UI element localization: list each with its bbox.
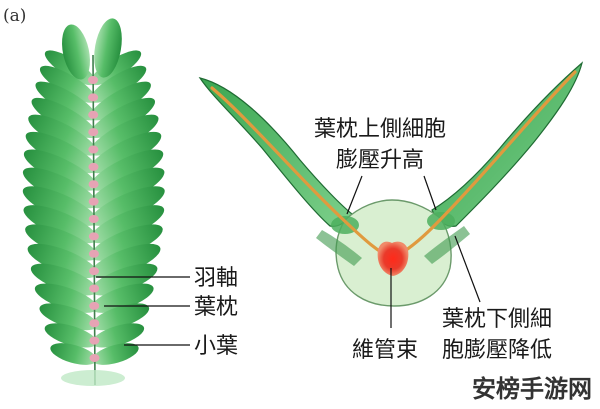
leaflet	[90, 224, 163, 261]
terminal-leaflet	[94, 18, 122, 78]
leaflet	[89, 131, 162, 174]
leaflet	[91, 323, 145, 348]
pulvinus-node	[88, 110, 99, 119]
pulvinus-node	[89, 284, 100, 293]
leaflet	[89, 114, 159, 156]
pulvinus-node	[88, 128, 99, 137]
faded-leaflet	[61, 370, 125, 386]
leaflet-label: 小葉	[194, 334, 238, 359]
leaflet	[39, 303, 98, 331]
upper-cells-label-line1: 葉枕上側細胞	[314, 117, 446, 142]
leaflet	[27, 243, 98, 279]
lower-cells-label-line1: 葉枕下側細	[442, 307, 552, 332]
pulvinus-node	[88, 249, 99, 258]
leaflet	[39, 65, 97, 103]
leaflet	[23, 205, 98, 244]
lower-cell-region-left	[316, 230, 362, 266]
terminal-leaflet	[62, 24, 90, 80]
leaflet	[89, 149, 164, 191]
leaflet	[92, 343, 139, 365]
lower-cells-pointer	[454, 235, 481, 303]
leaflet	[50, 343, 97, 365]
pulvinus-node	[89, 301, 100, 310]
pulvinus-node	[88, 180, 99, 189]
upper-cells-label-line2: 膨壓升高	[336, 148, 424, 173]
leaflet	[22, 167, 98, 209]
pulvinus-node	[89, 319, 100, 328]
leaflet	[89, 97, 156, 139]
pulvinus-node	[88, 93, 99, 102]
leaflet	[90, 81, 151, 121]
leaflet	[25, 131, 98, 174]
pulvinus-node	[88, 145, 99, 154]
rachis-label: 羽軸	[194, 266, 238, 291]
leaflet	[91, 303, 150, 331]
leaflet	[89, 167, 165, 209]
pulvinus-cross-section	[198, 61, 584, 307]
pulvinus-node	[89, 267, 100, 276]
vascular-bundle-label: 維管束	[352, 338, 418, 363]
pulvinus-node	[88, 215, 99, 223]
leaflet	[90, 186, 165, 226]
watermark: 安榜手游网	[472, 375, 592, 403]
pulvinus-node	[88, 232, 99, 241]
pulvinus-node	[88, 162, 99, 171]
vascular-bundle	[377, 241, 409, 276]
upper-cells-pointer-left	[346, 175, 363, 215]
pulvinus-node	[89, 354, 100, 362]
leaflet	[31, 97, 97, 139]
pulvinus-node	[89, 336, 100, 345]
leaflet	[28, 114, 97, 156]
leaflet	[44, 323, 97, 348]
lower-cell-region-right	[424, 226, 470, 264]
leaflets-left	[22, 50, 98, 365]
leaflet	[35, 81, 97, 121]
pulvini	[88, 76, 100, 362]
lower-cells-label-line2: 胞膨壓降低	[442, 338, 552, 363]
leaflet	[90, 243, 161, 279]
pulvinus-label: 葉枕	[194, 295, 238, 320]
pulvinus-node	[88, 76, 98, 84]
leaflet	[34, 283, 98, 313]
leaflet	[30, 263, 98, 296]
panel-label: (a)	[3, 6, 26, 26]
leaflet	[90, 263, 158, 296]
upper-cells-pointer-right	[423, 175, 437, 211]
leaflet	[90, 65, 147, 103]
pulvinus-node	[88, 197, 99, 206]
leaflet	[90, 205, 165, 244]
leaflet	[25, 224, 98, 261]
leaflets-right	[89, 50, 165, 365]
leaflet	[23, 149, 98, 191]
leaflet	[22, 186, 98, 226]
compound-leaf-illustration	[22, 18, 165, 386]
